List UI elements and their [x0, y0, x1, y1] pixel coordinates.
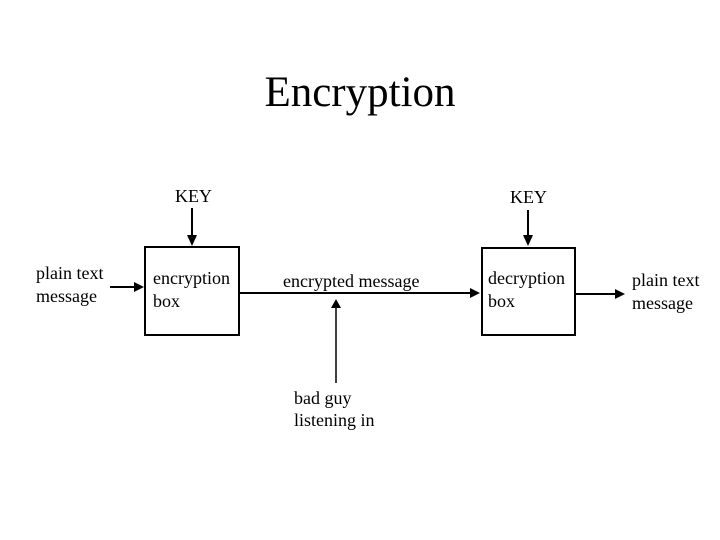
plain-text-destination-line2: message [632, 293, 693, 313]
key-label-left: KEY [175, 186, 212, 206]
encryption-box-line1: encryption [153, 268, 230, 288]
plain-text-message-destination: plain text message [632, 269, 699, 315]
decryption-box: decryption box [481, 247, 576, 336]
bad-guy-label: bad guy listening in [294, 387, 375, 431]
encrypted-message-label: encrypted message [283, 271, 420, 291]
encryption-box-line2: box [153, 291, 180, 311]
key-arrow-left-icon [187, 208, 197, 246]
key-arrow-right-icon [523, 210, 533, 246]
eavesdrop-arrow-icon [331, 299, 341, 383]
plain-text-destination-line1: plain text [632, 270, 700, 290]
slide-title: Encryption [264, 69, 456, 116]
bad-guy-line2: listening in [294, 410, 375, 430]
decryption-box-line1: decryption [488, 268, 565, 288]
plain-text-source-line1: plain text [36, 263, 104, 283]
output-arrow-icon [576, 289, 625, 299]
plain-text-source-line2: message [36, 286, 97, 306]
key-label-right: KEY [510, 187, 547, 207]
decryption-box-line2: box [488, 291, 515, 311]
bad-guy-line1: bad guy [294, 388, 352, 408]
encryption-box: encryption box [144, 246, 240, 336]
plain-text-message-source: plain text message [36, 262, 103, 308]
input-arrow-icon [110, 282, 144, 292]
